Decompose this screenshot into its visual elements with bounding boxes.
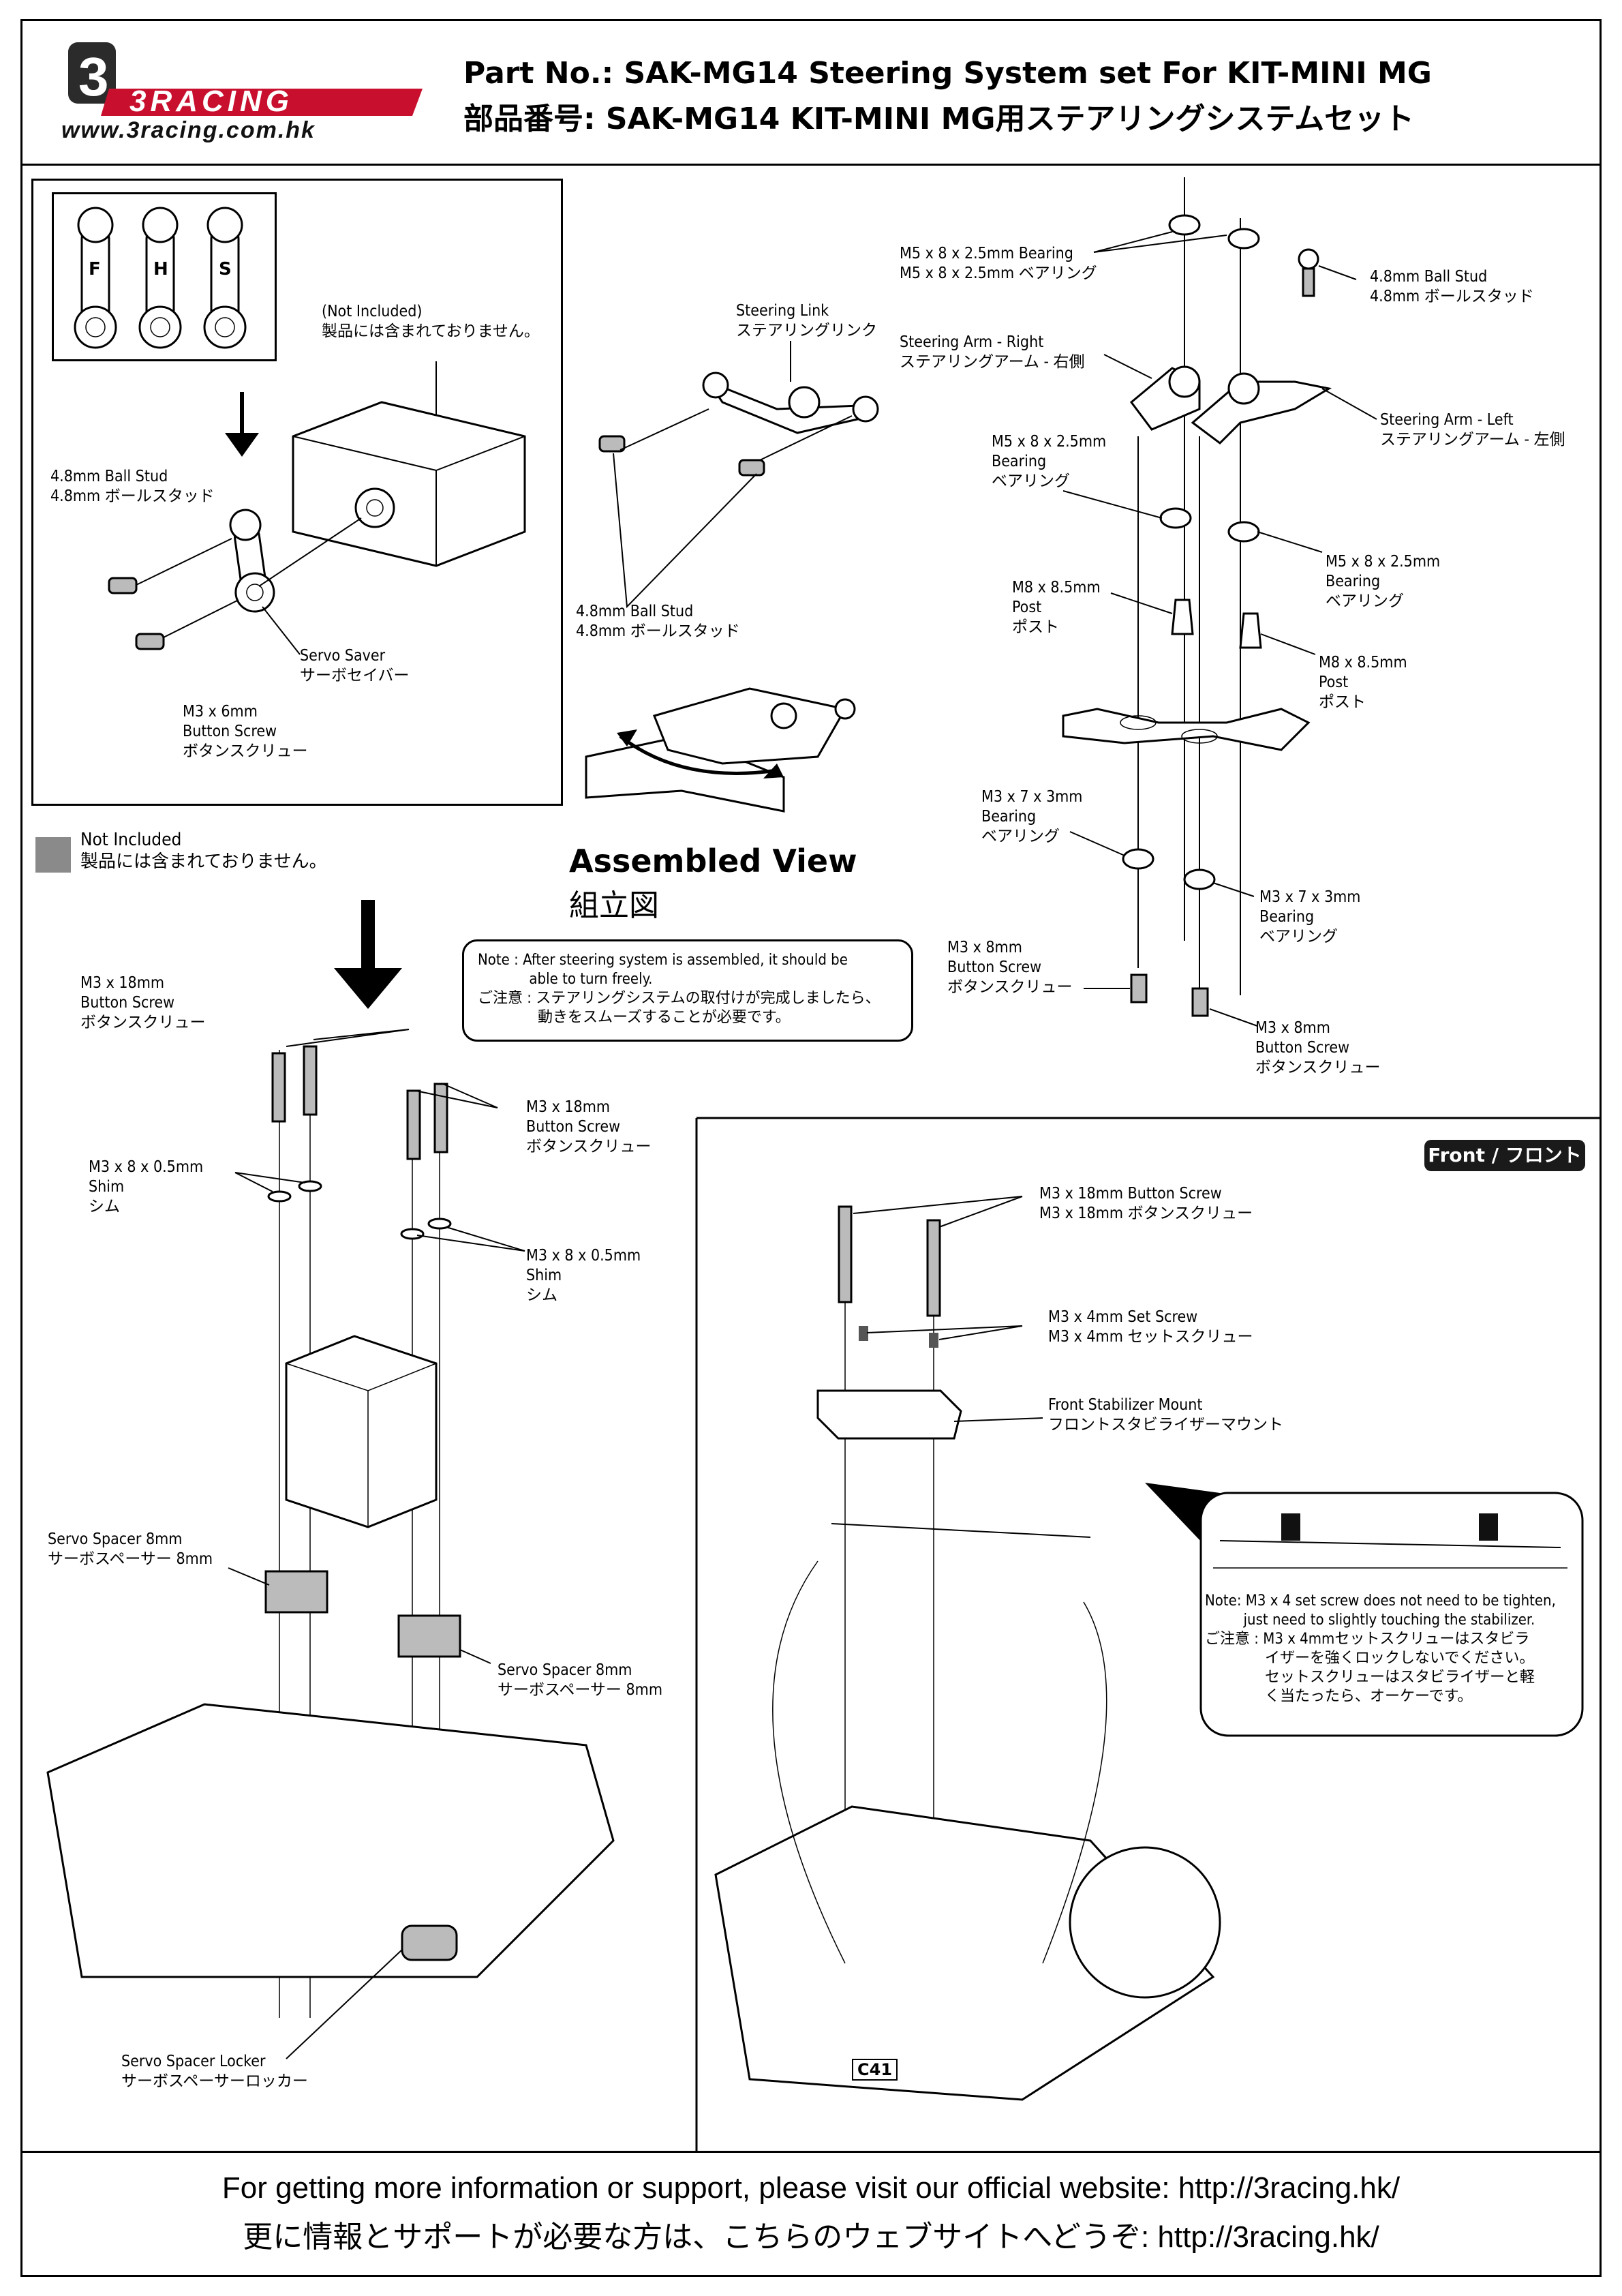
servo-body-drawing <box>292 401 526 567</box>
label-arm-left: Steering Arm - Left ステアリングアーム - 左側 <box>1380 411 1565 449</box>
label-ball-stud-right: 4.8mm Ball Stud 4.8mm ボールスタッド <box>1370 268 1534 305</box>
label-link-ball-stud: 4.8mm Ball Stud 4.8mm ボールスタッド <box>576 603 740 640</box>
label-bearing-mid-right: M5 x 8 x 2.5mm Bearing ベアリング <box>1326 553 1441 610</box>
label-spacer-left: Servo Spacer 8mm サーボスペーサー 8mm <box>48 1530 213 1568</box>
label-screw-low-left: M3 x 8mm Button Screw ボタンスクリュー <box>947 939 1073 996</box>
assembled-view-title-jp: 組立図 <box>569 888 659 923</box>
stabilizer-mount-exploded-drawing <box>714 1196 1584 2101</box>
label-shim-right: M3 x 8 x 0.5mm Shim シム <box>526 1247 641 1304</box>
steering-link-drawing <box>702 372 879 434</box>
logo-url: www.3racing.com.hk <box>61 117 316 143</box>
servo-saver-options-box <box>52 192 277 361</box>
label-post-left: M8 x 8.5mm Post ポスト <box>1012 579 1101 636</box>
footer-divider <box>20 2151 1602 2153</box>
servo-saver-option-icons <box>74 207 247 349</box>
label-steering-link: Steering Link ステアリングリンク <box>736 302 877 339</box>
steering-exploded-drawing <box>1062 177 1377 1027</box>
saver-letter-h: H <box>153 259 168 280</box>
servo-mount-exploded-drawing <box>46 1029 615 2059</box>
label-m3x18-right: M3 x 18mm Button Screw ボタンスクリュー <box>526 1098 652 1155</box>
label-spacer-right: Servo Spacer 8mm サーボスペーサー 8mm <box>498 1661 662 1699</box>
saver-letter-s: S <box>219 259 232 280</box>
label-shim-left: M3 x 8 x 0.5mm Shim シム <box>89 1158 204 1215</box>
label-servo-ball-stud: 4.8mm Ball Stud 4.8mm ボールスタッド <box>50 468 215 505</box>
label-arm-right: Steering Arm - Right ステアリングアーム - 右側 <box>900 333 1085 371</box>
assembled-view-drawing <box>585 687 856 813</box>
label-stab-mount: Front Stabilizer Mount フロントスタビライザーマウント <box>1048 1396 1283 1434</box>
label-bearing-low-left: M3 x 7 x 3mm Bearing ベアリング <box>981 788 1083 845</box>
svg-text:3: 3 <box>78 46 109 107</box>
brand-logo: 3 3RACING www.3racing.com.hk <box>48 33 429 149</box>
servo-saver-drawing <box>229 509 275 613</box>
saver-letter-f: F <box>89 259 101 280</box>
label-m3x18-left: M3 x 18mm Button Screw ボタンスクリュー <box>80 974 206 1031</box>
chassis-mark: C41 <box>852 2059 898 2081</box>
stabilizer-note: Note: M3 x 4 set screw does not need to … <box>1205 1592 1556 1705</box>
page-title-en: Part No.: SAK-MG14 Steering System set F… <box>463 56 1432 91</box>
servo-panel <box>31 179 563 806</box>
footer-line-jp: 更に情報とサポートが必要な方は、こちらのウェブサイトへどうぞ: http://3… <box>243 2220 1379 2254</box>
label-post-right: M8 x 8.5mm Post ポスト <box>1319 654 1407 711</box>
label-screw-low-right: M3 x 8mm Button Screw ボタンスクリュー <box>1255 1019 1381 1076</box>
logo-text: 3RACING <box>129 85 294 118</box>
label-stab-screw: M3 x 18mm Button Screw M3 x 18mm ボタンスクリュ… <box>1039 1185 1253 1222</box>
label-bearing-top: M5 x 8 x 2.5mm Bearing M5 x 8 x 2.5mm ベア… <box>900 245 1097 282</box>
label-bearing-mid-left: M5 x 8 x 2.5mm Bearing ベアリング <box>992 433 1107 490</box>
assembly-note: Note : After steering system is assemble… <box>462 939 913 1042</box>
label-set-screw: M3 x 4mm Set Screw M3 x 4mm セットスクリュー <box>1048 1308 1253 1346</box>
label-bearing-low-right: M3 x 7 x 3mm Bearing ベアリング <box>1259 888 1361 946</box>
page-title-jp: 部品番号: SAK-MG14 KIT-MINI MG用ステアリングシステムセット <box>463 102 1415 136</box>
legend-not-included: Not Included 製品には含まれておりません。 <box>80 830 327 872</box>
assembled-view-title: Assembled View <box>569 843 857 879</box>
front-badge: Front / フロント <box>1424 1140 1585 1171</box>
logo-graphic: 3 <box>68 42 423 116</box>
header-divider <box>20 164 1602 166</box>
label-spacer-locker: Servo Spacer Locker サーボスペーサーロッカー <box>121 2053 308 2090</box>
page-frame <box>20 19 1602 2277</box>
footer-line-en: For getting more information or support,… <box>221 2171 1401 2205</box>
label-servo-saver: Servo Saver サーボセイバー <box>300 647 410 684</box>
label-servo-not-included: (Not Included) 製品には含まれておりません。 <box>322 303 540 340</box>
not-included-swatch <box>35 837 71 873</box>
label-servo-button-screw: M3 x 6mm Button Screw ボタンスクリュー <box>183 703 308 760</box>
